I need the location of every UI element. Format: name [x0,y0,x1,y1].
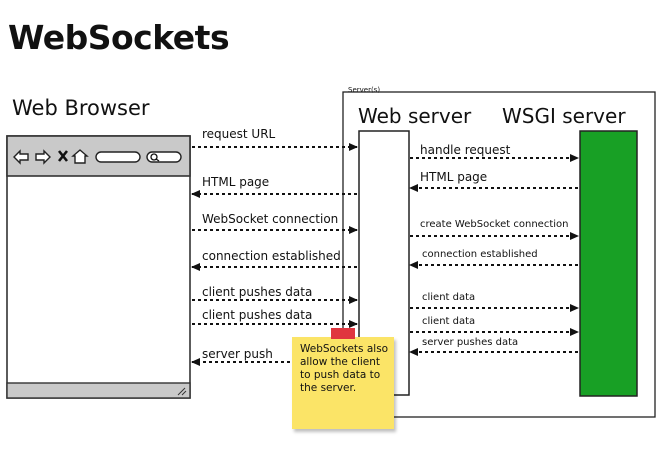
search-field[interactable] [146,151,182,163]
web-server-label: Web server [358,104,472,128]
message-label: request URL [202,127,276,141]
sticky-note [292,337,394,429]
search-icon[interactable] [150,153,160,162]
back-icon[interactable] [13,149,29,165]
message-label: HTML page [202,175,270,189]
message-label: client data [422,316,476,327]
message-label: handle request [420,143,511,157]
address-bar[interactable] [95,151,141,163]
note-pin [331,328,355,339]
message-label: client pushes data [202,285,313,299]
message-label: client data [422,292,476,303]
server-group-box [342,91,656,418]
web-browser-label: Web Browser [12,96,150,120]
browser-window [6,135,191,399]
wsgi-server-label: WSGI server [502,104,626,128]
home-icon[interactable] [71,149,89,164]
stop-icon[interactable] [57,150,69,162]
message-label: WebSocket connection [202,212,339,226]
message-label: connection established [202,249,341,263]
message-label: client pushes data [202,308,313,322]
browser-statusbar [6,382,191,399]
sticky-note-text: WebSockets also allow the client to push… [300,343,389,394]
message-label: HTML page [420,170,488,184]
message-label: server push [202,347,273,361]
message-label: create WebSocket connection [420,219,569,230]
server-group-label: Server(s) [348,86,381,94]
message-label: server pushes data [422,337,519,348]
forward-icon[interactable] [35,149,51,165]
resize-grip-icon[interactable] [177,387,187,396]
message-label: connection established [422,249,538,260]
wsgi-server-box [579,130,638,397]
page-title: WebSockets [8,18,230,57]
